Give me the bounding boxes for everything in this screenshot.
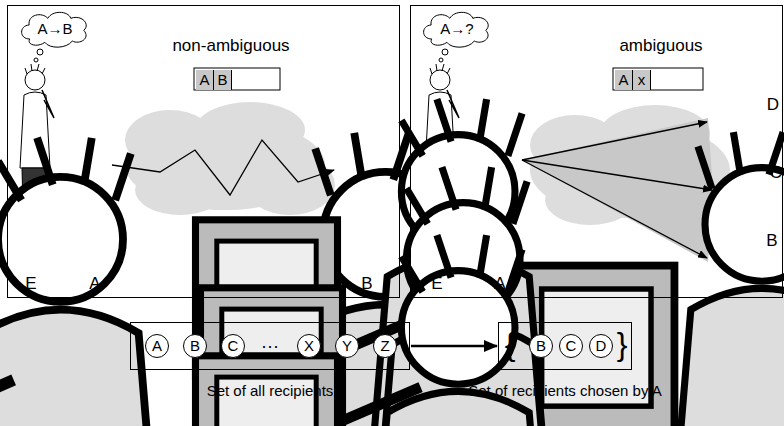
panel-heading: ambiguous <box>619 37 702 56</box>
message-field: A <box>196 70 214 90</box>
set-arrow <box>411 345 497 348</box>
recipient-set-box: Set of recipients chosen by ABCD <box>498 322 632 370</box>
message-field: x <box>633 70 651 90</box>
recipient-circle: A <box>145 334 169 358</box>
recipient-circle: Y <box>335 334 359 358</box>
ellipsis: ··· <box>261 337 279 355</box>
set-caption: Set of recipients chosen by A <box>468 383 661 400</box>
recipient-letter: B <box>190 338 200 355</box>
field-value: A <box>199 72 209 89</box>
recipient-letter: Y <box>342 338 352 355</box>
field-value: A <box>618 72 628 89</box>
recipient-circle: B <box>529 334 553 358</box>
person-letter: E <box>431 275 442 292</box>
recipient-circle: C <box>221 334 245 358</box>
person-letter: B <box>361 275 372 292</box>
recipient-letter: A <box>152 338 162 355</box>
message-field: A <box>615 70 633 90</box>
person-letter: C <box>770 164 782 181</box>
recipient-circle: X <box>297 334 321 358</box>
person-letter: E <box>25 275 36 292</box>
scenario-panel: ambiguous A→? Ax <box>410 5 783 298</box>
recipient-letter: C <box>566 338 577 355</box>
thought-bubble: A→B <box>19 9 91 49</box>
recipient-circle: D <box>589 334 613 358</box>
person-letter: A <box>89 275 100 292</box>
scenario-panel: non-ambiguousA→BAB <box>7 5 400 298</box>
recipient-circle: C <box>559 334 583 358</box>
person-letter: D <box>767 96 779 113</box>
thought-bubble: A→? <box>421 9 493 49</box>
message-field: B <box>214 70 232 90</box>
set-brace: { <box>505 328 516 360</box>
recipient-letter: X <box>304 338 314 355</box>
panel-heading: non-ambiguous <box>172 37 289 56</box>
recipient-letter: Z <box>380 338 389 355</box>
thought-text: A→? <box>440 21 473 38</box>
recipient-circle: Z <box>373 334 397 358</box>
set-brace: } <box>617 328 628 360</box>
recipient-letter: C <box>228 338 239 355</box>
set-caption: Set of all recipients <box>207 383 334 400</box>
field-value: x <box>638 72 646 89</box>
recipient-letter: D <box>596 338 607 355</box>
recipient-letter: B <box>536 338 546 355</box>
thought-text: A→B <box>37 21 72 38</box>
field-value: B <box>217 72 227 89</box>
person-letter: A <box>494 275 505 292</box>
recipient-circle: B <box>183 334 207 358</box>
person-letter: B <box>766 232 777 249</box>
